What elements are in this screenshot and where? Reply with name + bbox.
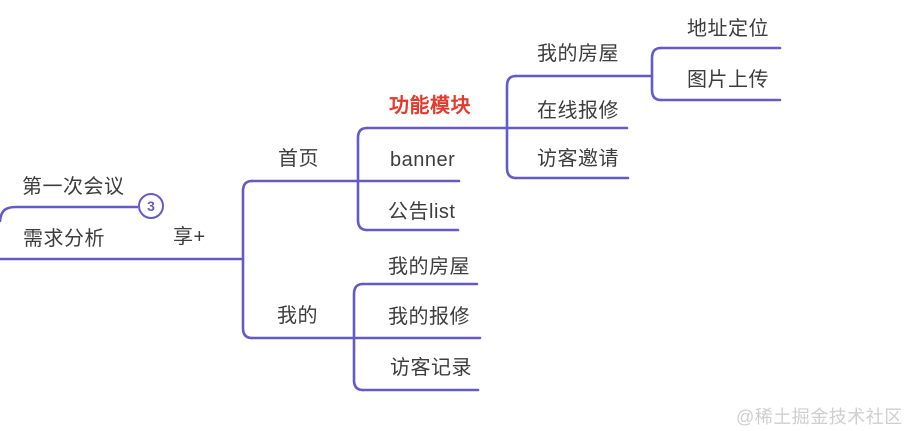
node-function-module[interactable]: 功能模块	[389, 95, 471, 117]
node-notice-list[interactable]: 公告list	[388, 201, 456, 223]
node-my-repair[interactable]: 我的报修	[388, 306, 470, 328]
collapsed-count-badge[interactable]: 3	[138, 193, 164, 219]
node-visitor-invite[interactable]: 访客邀请	[537, 148, 619, 170]
node-xiang-plus[interactable]: 享+	[173, 226, 206, 248]
node-image-upload[interactable]: 图片上传	[687, 69, 769, 91]
node-visitor-records[interactable]: 访客记录	[390, 357, 472, 379]
node-first-meeting[interactable]: 第一次会议	[22, 176, 125, 198]
node-mine[interactable]: 我的	[277, 305, 318, 327]
node-home[interactable]: 首页	[278, 148, 319, 170]
watermark: @稀土掘金技术社区	[736, 407, 903, 427]
node-online-repair[interactable]: 在线报修	[537, 100, 619, 122]
node-address-location[interactable]: 地址定位	[687, 18, 769, 40]
node-mine-my-house[interactable]: 我的房屋	[388, 256, 470, 278]
node-requirement-analysis[interactable]: 需求分析	[23, 228, 105, 250]
node-banner[interactable]: banner	[390, 149, 456, 171]
node-my-house[interactable]: 我的房屋	[537, 43, 619, 65]
